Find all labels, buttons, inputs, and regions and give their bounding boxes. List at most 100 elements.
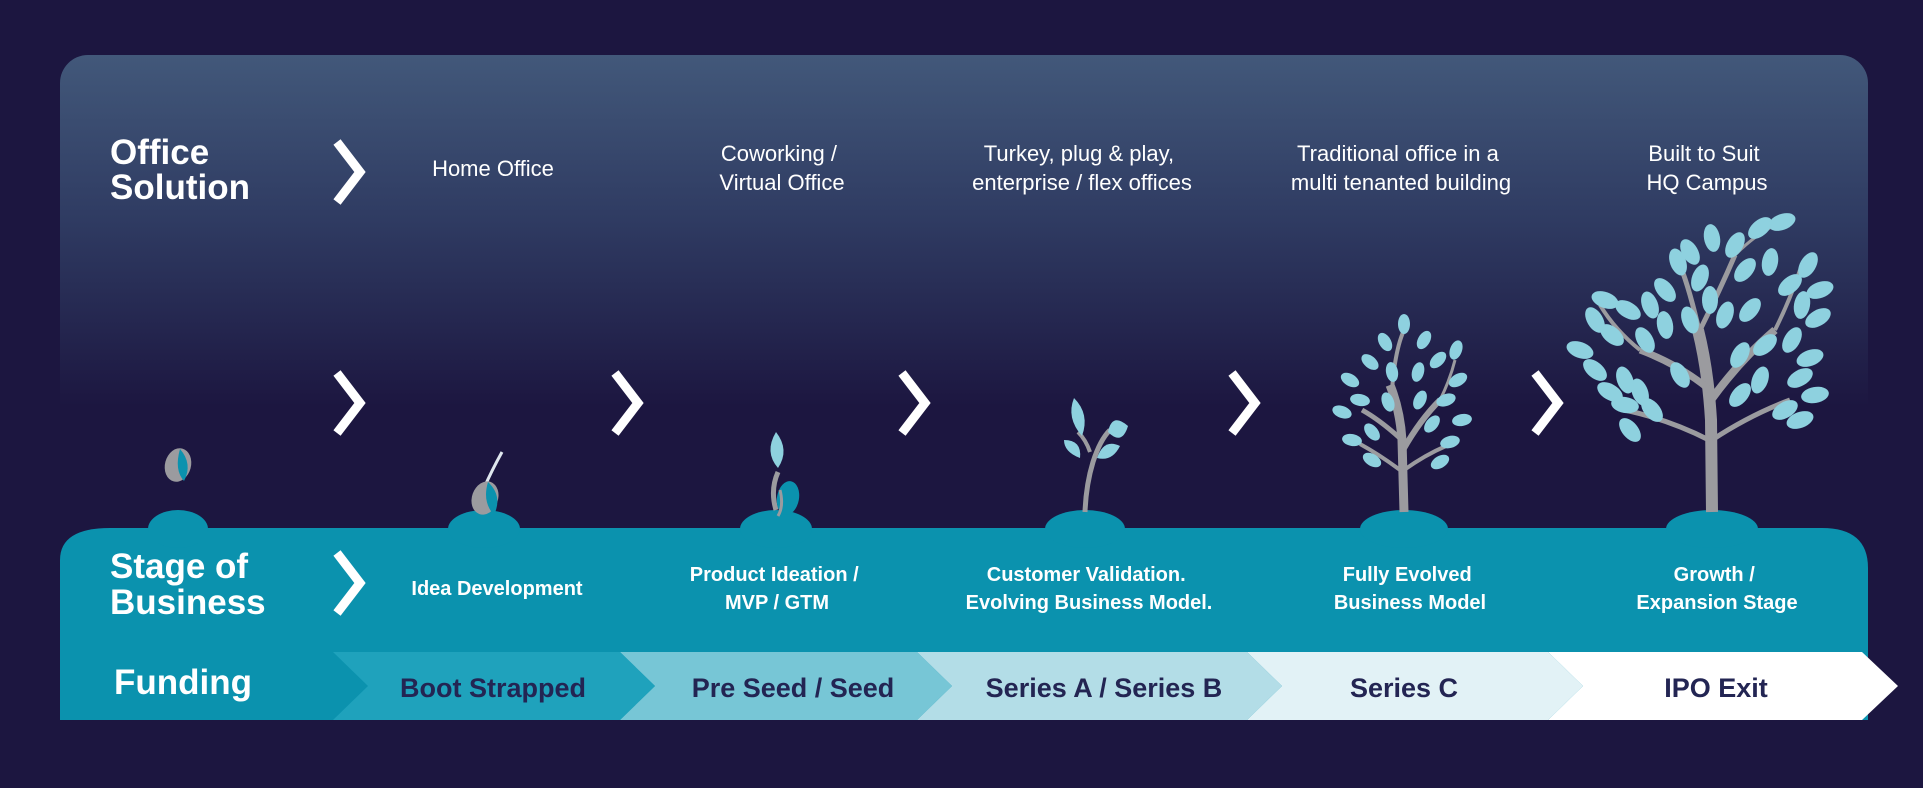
leaf: [1436, 393, 1456, 407]
soil-mound: [1666, 510, 1758, 548]
funding-segment: [333, 652, 655, 720]
leaf: [1716, 301, 1734, 329]
leaf: [1798, 252, 1818, 278]
leaf: [1619, 418, 1641, 442]
leaf: [1670, 362, 1690, 388]
office-solution-item: Built to Suit HQ Campus: [1646, 141, 1767, 195]
funding-segment: [1247, 652, 1583, 720]
chevron-right-icon: [611, 370, 644, 436]
funding-item: IPO Exit: [1664, 673, 1768, 703]
stage-of-business-item: Idea Development: [411, 578, 583, 600]
leaf: [1772, 400, 1798, 420]
leaf: [1806, 281, 1834, 299]
leaf: [1739, 298, 1761, 322]
leaf: [1787, 368, 1813, 388]
leaf: [1566, 341, 1594, 359]
leaf: [1702, 286, 1718, 314]
funding-segment: [917, 652, 1282, 720]
seed-icon: [164, 448, 192, 482]
leaf: [1449, 340, 1463, 360]
leaf: [1597, 382, 1623, 402]
funding-item: Pre Seed / Seed: [692, 673, 895, 703]
leaf: [1448, 372, 1468, 388]
young-plant-icon: [1064, 398, 1128, 513]
chevron-right-icon: [333, 550, 366, 616]
office-solution-item: Traditional office in a multi tenanted b…: [1291, 141, 1511, 195]
leaf: [1377, 332, 1393, 352]
leaf: [1641, 398, 1663, 422]
leaf: [1362, 452, 1382, 468]
sprout-icon: [471, 451, 504, 515]
soil-mound: [448, 510, 520, 548]
leaf: [1768, 213, 1796, 231]
large-tree-icon: [1566, 213, 1834, 513]
leaf: [1691, 264, 1709, 292]
chevron-right-icon: [1228, 370, 1261, 436]
leaf: [1385, 362, 1399, 382]
chevron-right-icon: [898, 370, 931, 436]
leaf: [1342, 433, 1362, 447]
leaf: [1796, 349, 1824, 367]
leaf: [1635, 327, 1655, 353]
leaf: [1753, 334, 1777, 356]
funding-arrow-band: Boot Strapped Pre Seed / Seed Series A /…: [333, 652, 1898, 720]
funding-item: Boot Strapped: [400, 673, 586, 703]
small-tree-icon: [1332, 314, 1472, 513]
leaf: [1585, 307, 1605, 333]
leaf: [1654, 278, 1676, 302]
seedling-icon: [770, 432, 800, 517]
leaf: [1361, 354, 1379, 370]
soil-mounds: [148, 510, 1758, 548]
leaf: [1615, 300, 1641, 320]
funding-title: Funding: [114, 663, 252, 702]
chevron-right-icon: [333, 139, 366, 205]
leaf: [1340, 372, 1360, 388]
leaf: [1424, 415, 1440, 433]
leaf: [1616, 366, 1634, 394]
stage-of-business-items: Idea Development Product Ideation / MVP …: [411, 564, 1797, 614]
leaf: [1801, 386, 1829, 404]
chevron-right-icon: [333, 370, 366, 436]
leaf: [1782, 327, 1802, 353]
leaf: [1681, 306, 1699, 334]
soil-mound: [148, 510, 208, 548]
office-solution-title: Office Solution: [110, 133, 250, 207]
leaf: [1725, 232, 1745, 258]
leaf: [1734, 258, 1756, 282]
office-solution-panel: [60, 55, 1868, 525]
leaf: [1452, 413, 1472, 427]
funding-item: Series C: [1350, 673, 1458, 703]
leaf: [1398, 314, 1410, 334]
soil-mound: [1045, 510, 1125, 548]
leaf: [1583, 359, 1607, 381]
leaf: [1411, 362, 1425, 382]
leaf: [1350, 393, 1370, 407]
leaf: [1611, 396, 1639, 414]
stage-of-business-item: Customer Validation. Evolving Business M…: [966, 564, 1213, 614]
office-solution-item: Coworking / Virtual Office: [719, 141, 844, 195]
leaf: [1786, 411, 1814, 429]
leaf: [1669, 248, 1687, 276]
leaf: [1591, 291, 1619, 309]
funding-segment: [1548, 652, 1898, 720]
leaf: [1703, 224, 1721, 252]
leaf: [1656, 311, 1674, 339]
stage-of-business-title: Stage of Business: [110, 547, 266, 622]
office-solution-items: Home Office Coworking / Virtual Office T…: [432, 141, 1767, 195]
leaf: [1364, 423, 1380, 441]
leaf: [1805, 308, 1831, 328]
leaf: [1332, 405, 1352, 419]
stage-of-business-item: Product Ideation / MVP / GTM: [690, 564, 864, 614]
soil-mound: [740, 510, 812, 548]
leaf: [1751, 366, 1769, 394]
leaf: [1761, 248, 1779, 276]
stage-of-business-item: Fully Evolved Business Model: [1334, 564, 1486, 614]
office-solution-item: Turkey, plug & play, enterprise / flex o…: [972, 141, 1192, 195]
leaf: [1413, 390, 1427, 410]
leaf: [1600, 324, 1624, 346]
leaf: [1430, 454, 1450, 470]
funding-segment: [620, 652, 952, 720]
leaf: [1778, 274, 1802, 296]
leaf: [1748, 217, 1772, 239]
